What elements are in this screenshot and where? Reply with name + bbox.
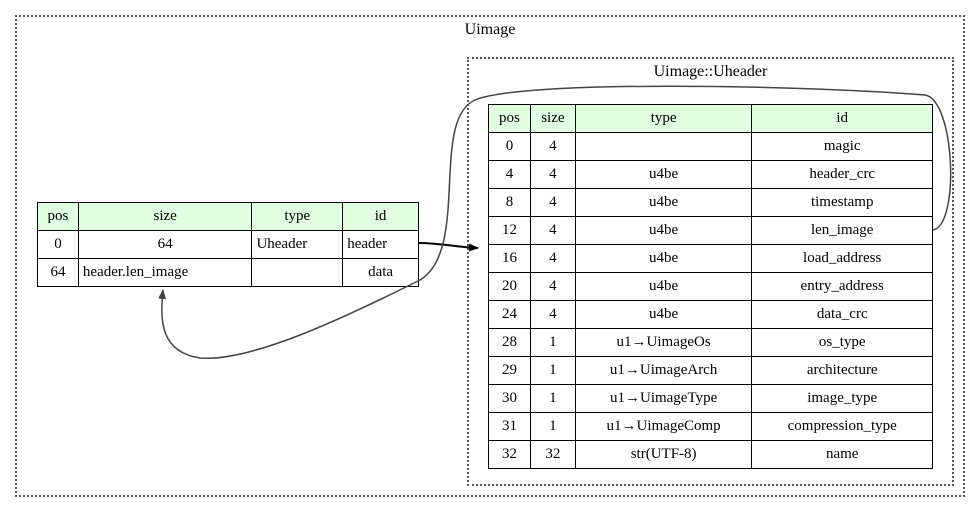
size-cell: 1 xyxy=(529,328,576,357)
type-cell: u4be xyxy=(574,244,753,273)
id-cell: image_type xyxy=(751,384,933,413)
type-cell: Uheader xyxy=(251,230,344,259)
size-cell: 1 xyxy=(529,384,576,413)
id-cell: timestamp xyxy=(751,188,933,217)
uheader-cluster-label: Uimage::Uheader xyxy=(653,63,768,80)
type-cell xyxy=(574,132,753,161)
column-header: pos xyxy=(488,104,531,133)
type-cell: u1→UimageComp xyxy=(574,412,753,441)
pos-cell: 4 xyxy=(488,160,531,189)
pos-cell: 0 xyxy=(37,230,79,259)
table-row: 0 64 Uheader header xyxy=(37,230,419,259)
pos-cell: 24 xyxy=(488,300,531,329)
pos-cell: 29 xyxy=(488,356,531,385)
id-cell: entry_address xyxy=(751,272,933,301)
table-row: 64 header.len_image data xyxy=(37,258,419,287)
uimage-seq-table: pos size type id 0 64 Uheader header 64 … xyxy=(37,202,419,287)
header-to-uheader-edge xyxy=(418,242,479,252)
type-cell: u1→UimageType xyxy=(574,384,753,413)
pos-cell: 16 xyxy=(488,244,531,273)
uimage-cluster-label: Uimage xyxy=(464,21,516,38)
id-cell: compression_type xyxy=(751,412,933,441)
type-cell: u4be xyxy=(574,272,753,301)
id-cell: os_type xyxy=(751,328,933,357)
size-cell: 32 xyxy=(529,440,576,469)
size-cell: header.len_image xyxy=(77,258,253,287)
type-cell: u4be xyxy=(574,160,753,189)
uheader-cluster: Uimage::Uheader xyxy=(467,57,954,486)
size-cell: 4 xyxy=(529,300,576,329)
pos-cell: 32 xyxy=(488,440,531,469)
uimage-cluster: Uimage xyxy=(15,15,965,497)
type-cell: str(UTF-8) xyxy=(574,440,753,469)
id-cell: load_address xyxy=(751,244,933,273)
table-header-row: pos size type id xyxy=(37,202,419,231)
len-image-to-data-size-edge xyxy=(158,85,952,359)
column-header: pos xyxy=(37,202,79,231)
table-header-row: pos size type id xyxy=(488,104,933,133)
size-cell: 1 xyxy=(529,356,576,385)
pos-cell: 20 xyxy=(488,272,531,301)
type-cell: u4be xyxy=(574,216,753,245)
type-cell xyxy=(251,258,344,287)
id-cell: data_crc xyxy=(751,300,933,329)
id-cell: name xyxy=(751,440,933,469)
column-header: id xyxy=(342,202,419,231)
pos-cell: 31 xyxy=(488,412,531,441)
id-cell: data xyxy=(342,258,419,287)
pos-cell: 64 xyxy=(37,258,79,287)
